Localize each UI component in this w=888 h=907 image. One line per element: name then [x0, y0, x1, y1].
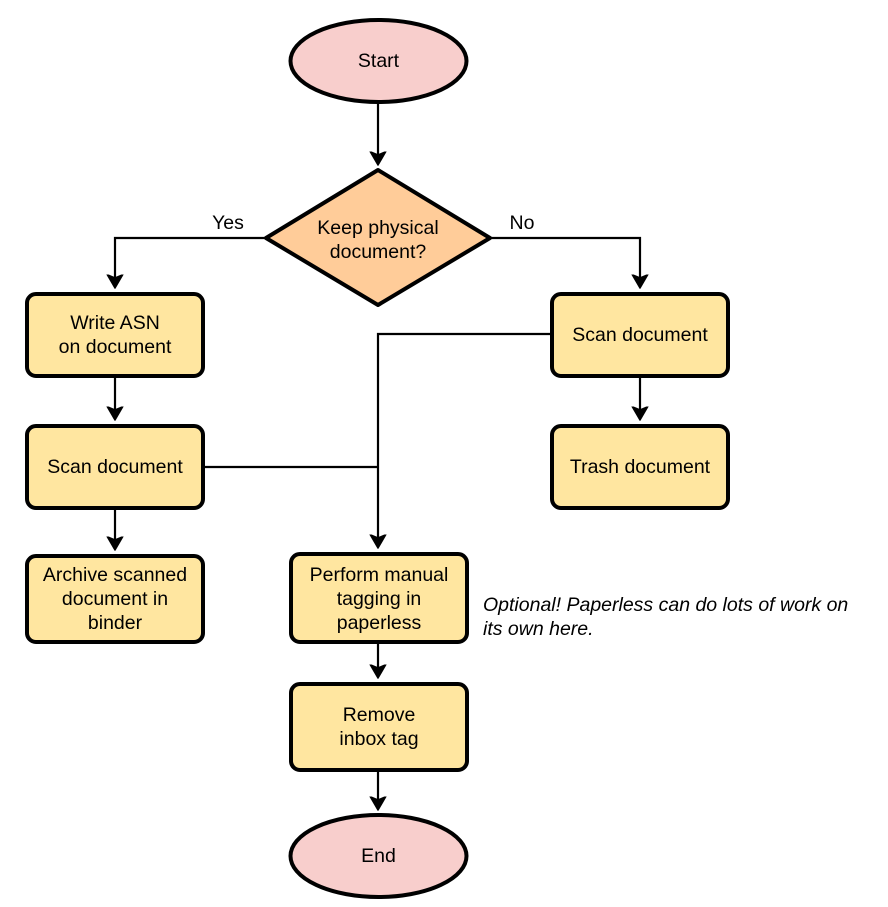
scan-document-right-box-shape — [550, 292, 730, 378]
node-start[interactable]: Start — [288, 18, 469, 104]
connector-layer — [115, 102, 640, 808]
tagging-label-line1: Perform manual — [310, 564, 449, 586]
write-asn-label-line2: on document — [59, 336, 172, 358]
edge-label-no: No — [510, 212, 535, 234]
write-asn-label-line1: Write ASN — [70, 312, 160, 334]
archive-label-line3: binder — [88, 612, 143, 634]
scan-document-left-label: Scan document — [47, 456, 183, 478]
archive-box-shape — [25, 554, 205, 644]
decision-label-line1: Keep physical — [317, 217, 438, 239]
trash-document-label: Trash document — [570, 456, 711, 478]
tagging-label-line3: paperless — [337, 612, 422, 634]
remove-inbox-box-shape — [289, 682, 469, 772]
annotation-line1: Optional! Paperless can do lots of work … — [483, 594, 848, 616]
trash-document-box-shape — [550, 424, 730, 510]
node-scan-document-right[interactable]: Scan document — [550, 292, 730, 378]
annotation-optional-paperless: Optional! Paperless can do lots of work … — [483, 594, 848, 640]
start-label: Start — [358, 50, 400, 72]
node-trash-document[interactable]: Trash document — [550, 424, 730, 510]
remove-inbox-label-line1: Remove — [343, 704, 416, 726]
remove-inbox-label-line2: inbox tag — [339, 728, 418, 750]
scan-document-right-label: Scan document — [572, 324, 708, 346]
start-ellipse-shape — [288, 18, 469, 104]
annotation-line2: its own here. — [483, 618, 594, 640]
decision-diamond-shape — [264, 168, 492, 307]
decision-label-line2: document? — [330, 241, 427, 263]
tagging-label-line2: tagging in — [337, 588, 422, 610]
end-ellipse-shape — [288, 813, 469, 899]
write-asn-box-shape — [25, 292, 205, 378]
edge-decision-yes-to-write-asn — [115, 236, 265, 286]
node-archive-scanned-document[interactable]: Archive scanned document in binder — [25, 554, 205, 644]
tagging-box-shape — [289, 552, 469, 644]
edge-scan-right-to-tagging — [378, 332, 551, 546]
scan-document-left-box-shape — [25, 424, 205, 510]
archive-label-line2: document in — [62, 588, 168, 610]
node-decision-keep-physical-document[interactable]: Keep physical document? — [264, 168, 492, 307]
end-label: End — [361, 845, 396, 867]
node-end[interactable]: End — [288, 813, 469, 899]
edge-decision-no-to-scan-right — [490, 236, 640, 286]
node-perform-manual-tagging[interactable]: Perform manual tagging in paperless — [289, 552, 469, 644]
edge-label-yes: Yes — [212, 212, 244, 234]
node-write-asn-on-document[interactable]: Write ASN on document — [25, 292, 205, 378]
node-scan-document-left[interactable]: Scan document — [25, 424, 205, 510]
archive-label-line1: Archive scanned — [43, 564, 187, 586]
node-remove-inbox-tag[interactable]: Remove inbox tag — [289, 682, 469, 772]
